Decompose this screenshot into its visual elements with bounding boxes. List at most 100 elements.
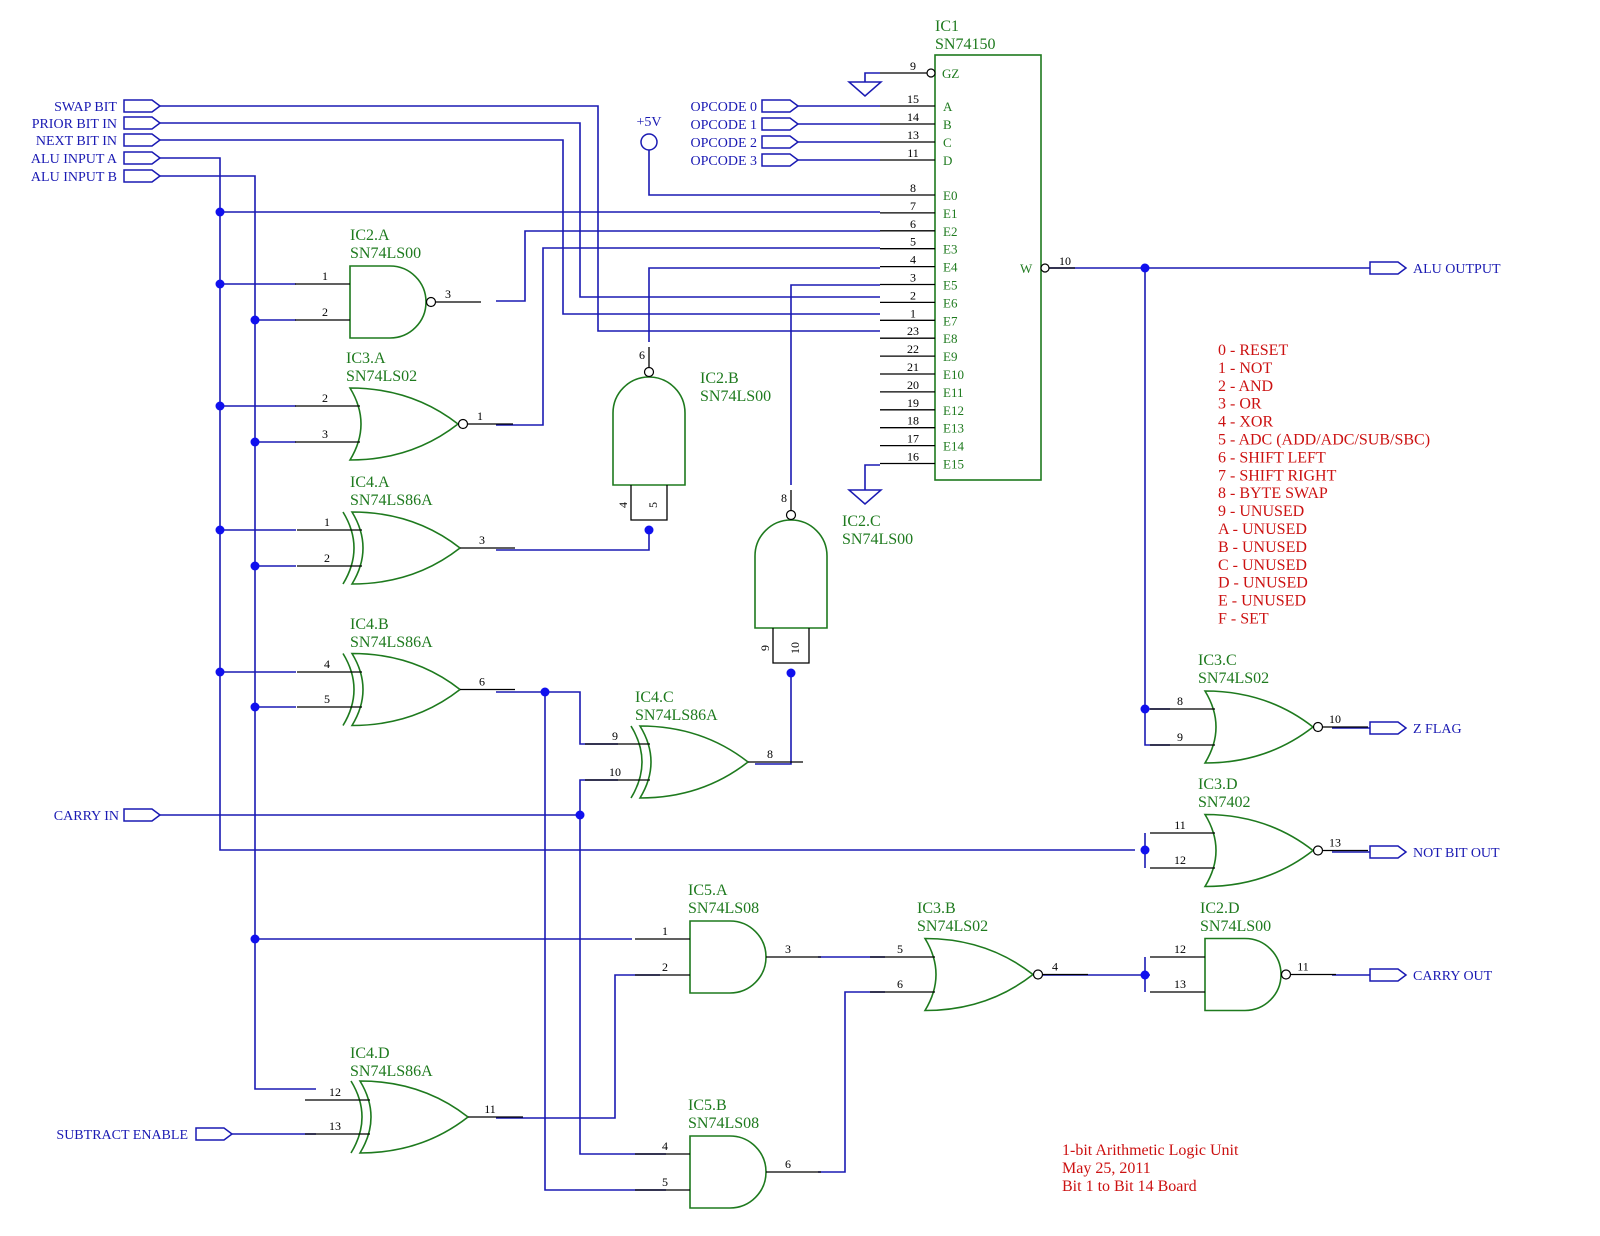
ic1-data-pin: E10 [943,367,964,382]
pin-number: 9 [758,645,772,651]
pin-number: 13 [329,1119,341,1133]
legend-item: C - UNUSED [1218,557,1307,574]
ic1-data-num: 4 [910,253,916,267]
ic1-gz-num: 9 [910,59,916,73]
legend-item: 0 - RESET [1218,342,1288,359]
ic3c-part: SN74LS02 [1198,670,1269,687]
ic4b-part: SN74LS86A [350,634,433,651]
pin-number: 1 [662,924,668,938]
ic4d-ref: IC4.D [350,1045,390,1062]
ic1-w-num: 10 [1059,254,1071,268]
ic1-data-num: 5 [910,235,916,249]
ic3d-part: SN7402 [1198,794,1250,811]
legend-item: 5 - ADC (ADD/ADC/SUB/SBC) [1218,432,1430,449]
ic1-data-pin: E15 [943,457,964,472]
ic4d-part: SN74LS86A [350,1063,433,1080]
pin-number: 1 [477,409,483,423]
pin-number: 2 [662,960,668,974]
ic1-data-pin: E8 [943,331,957,346]
legend-item: 1 - NOT [1218,360,1272,377]
ic5a-part: SN74LS08 [688,900,759,917]
ic1-data-num: 18 [907,414,919,428]
pin-number: 10 [788,642,802,654]
input-ports [123,99,800,1141]
ic1-data-pin: E13 [943,421,964,436]
alu-input-b-label: ALU INPUT B [31,170,117,185]
pin-number: 2 [322,305,328,319]
ic2c-ref: IC2.C [842,513,881,530]
legend-item: 2 - AND [1218,378,1273,395]
ic3d-ref: IC3.D [1198,776,1238,793]
pin-number: 4 [324,657,330,671]
ic1-data-pin: E2 [943,224,957,239]
title-line-2: May 25, 2011 [1062,1160,1151,1177]
ic1-data-num: 8 [910,181,916,195]
pin-number: 11 [1174,818,1186,832]
ic5a-ref: IC5.A [688,882,728,899]
ic2d-ref: IC2.D [1200,900,1240,917]
pin-number: 3 [785,942,791,956]
ic3b-ref: IC3.B [917,900,956,917]
pin-number: 11 [1297,960,1309,974]
ic1-data-pin: E5 [943,278,957,293]
pin-number: 13 [1174,977,1186,991]
ic2d-part: SN74LS00 [1200,918,1271,935]
ic1-data-num: 22 [907,342,919,356]
title-block: 1-bit Arithmetic Logic Unit May 25, 2011… [1062,1142,1239,1195]
ic3a-part: SN74LS02 [346,368,417,385]
pin-number: 12 [1174,853,1186,867]
ic1-data-pin: E6 [943,295,958,310]
legend-item: 9 - UNUSED [1218,503,1304,520]
ic1-data-num: 19 [907,396,919,410]
pin-number: 8 [781,491,787,505]
ic5b-ref: IC5.B [688,1097,727,1114]
ic3a-ref: IC3.A [346,350,386,367]
ic1-data-num: 21 [907,360,919,374]
ic1-select-pin: C [943,135,952,150]
pin-number: 8 [1177,694,1183,708]
pin-number: 9 [1177,730,1183,744]
opcode1-label: OPCODE 1 [690,118,757,133]
ic2a-part: SN74LS00 [350,245,421,262]
opcode2-label: OPCODE 2 [690,136,757,151]
ic2a-ref: IC2.A [350,227,390,244]
ic1-w-pin: W [1020,261,1033,276]
ic1-select-num: 14 [907,110,919,124]
vcc-label: +5V [636,115,661,130]
ic4c-part: SN74LS86A [635,707,718,724]
ic1-data-num: 2 [910,288,916,302]
pin-number: 6 [785,1157,791,1171]
ic1-data-pin: E9 [943,349,957,364]
pin-number: 2 [322,391,328,405]
legend-item: D - UNUSED [1218,575,1308,592]
ic1-data-num: 16 [907,450,919,464]
ic1-data-num: 1 [910,306,916,320]
junctions [215,207,1150,980]
z-flag-label: Z FLAG [1413,722,1462,737]
pin-number: 6 [639,348,645,362]
ic1-data-num: 17 [907,432,919,446]
ic1-data-pin: E11 [943,385,963,400]
title-line-1: 1-bit Arithmetic Logic Unit [1062,1142,1239,1159]
swap-bit-label: SWAP BIT [54,100,117,115]
subtract-enable-label: SUBTRACT ENABLE [56,1128,188,1143]
pin-number: 3 [445,287,451,301]
prior-bit-in-label: PRIOR BIT IN [32,117,117,132]
pin-number: 8 [767,747,773,761]
ic3b-part: SN74LS02 [917,918,988,935]
pin-number: 4 [1052,960,1058,974]
pin-number: 3 [322,427,328,441]
ground-icon [847,489,883,505]
legend-item: 6 - SHIFT LEFT [1218,449,1326,466]
ic1-data-pin: E0 [943,188,957,203]
pin-number: 12 [1174,942,1186,956]
